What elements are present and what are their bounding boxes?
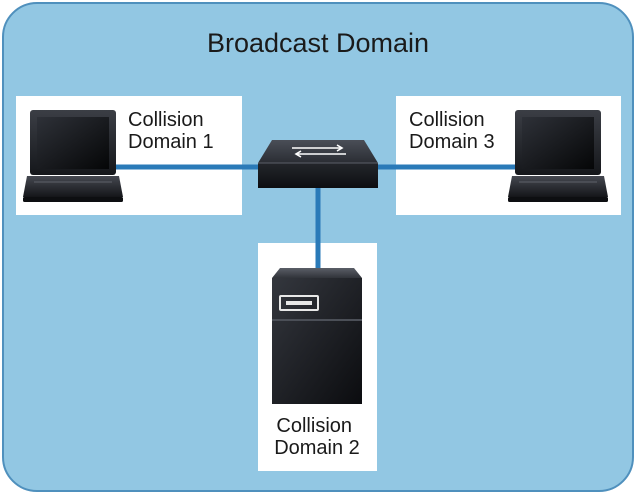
server-icon [272, 268, 362, 404]
switch-arrows-icon [292, 144, 346, 158]
collision-domain-1-label-line1: Collision [128, 109, 204, 131]
collision-domain-2-label-line2: Domain 2 [274, 437, 360, 459]
collision-domain-2-label-line1: Collision [276, 415, 352, 437]
collision-domain-1-label: Collision Domain 1 [128, 109, 214, 153]
server-drive-bay-icon [279, 295, 319, 311]
broadcast-domain-title: Broadcast Domain [207, 28, 429, 58]
collision-domain-3-label: Collision Domain 3 [409, 109, 495, 153]
collision-domain-1-label-line2: Domain 1 [128, 131, 214, 153]
laptop-icon-3 [508, 110, 608, 202]
collision-domain-3-label-line1: Collision [409, 109, 485, 131]
laptop-icon-1 [23, 110, 123, 202]
collision-domain-2-label: Collision Domain 2 [274, 415, 360, 459]
collision-domain-3-label-line2: Domain 3 [409, 131, 495, 153]
switch-icon [258, 140, 378, 188]
network-links [114, 164, 525, 268]
